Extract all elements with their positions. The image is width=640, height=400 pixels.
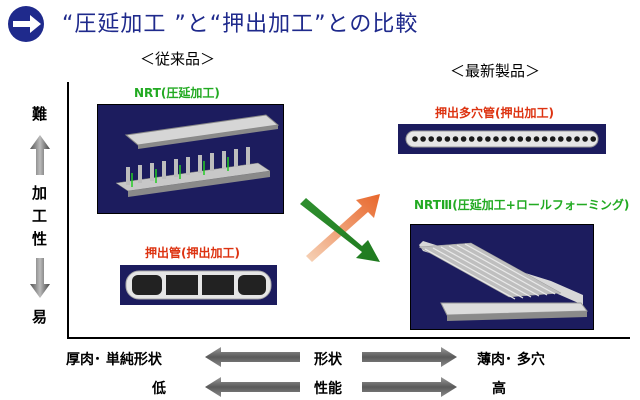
y-axis-label-2: 工 bbox=[32, 207, 48, 225]
tube-hole bbox=[582, 136, 588, 142]
tube-hole bbox=[501, 136, 507, 142]
extruded-tube-caption: 押出管(押出加工) bbox=[145, 246, 240, 260]
latest-header: ＜最新製品＞ bbox=[450, 62, 541, 80]
tube-hole bbox=[468, 136, 475, 142]
conventional-header: ＜従来品＞ bbox=[140, 50, 216, 68]
tube-hole bbox=[444, 136, 451, 142]
y-axis-label-3: 性 bbox=[32, 230, 48, 248]
performance-right-label: 高 bbox=[492, 381, 506, 397]
crossing-arrows-icon bbox=[300, 194, 380, 262]
shape-label: 形状 bbox=[314, 352, 342, 368]
tube-hole bbox=[412, 136, 418, 142]
nrt-caption: NRT(圧延加工) bbox=[134, 86, 220, 100]
tube-hole bbox=[590, 136, 596, 142]
y-axis-bottom-label: 易 bbox=[32, 308, 48, 326]
shape-right-arrow-icon bbox=[362, 347, 457, 367]
y-axis-top-label: 難 bbox=[32, 105, 48, 123]
tube-hole bbox=[541, 136, 548, 142]
shape-right-label: 薄肉･ 多穴 bbox=[477, 352, 545, 368]
tube-hole bbox=[558, 136, 564, 142]
performance-right-arrow-icon bbox=[362, 377, 457, 397]
tube-hole bbox=[477, 136, 483, 142]
tube-hole bbox=[517, 136, 524, 142]
tube-hole bbox=[566, 136, 572, 142]
tube-hole bbox=[509, 136, 515, 142]
tube-hole bbox=[485, 136, 491, 142]
up-arrow-icon bbox=[30, 135, 50, 175]
performance-label: 性能 bbox=[314, 381, 342, 397]
tube-hole bbox=[549, 136, 556, 142]
nrt3-image bbox=[410, 224, 594, 330]
tube-hole bbox=[428, 136, 434, 142]
tube-hole bbox=[420, 136, 426, 142]
tube-hole bbox=[436, 136, 443, 142]
down-arrow-icon bbox=[30, 258, 50, 298]
nrt3-caption: NRTⅢ(圧延加工+ロールフォーミング) bbox=[414, 198, 630, 212]
extruded-multi-caption: 押出多穴管(押出加工) bbox=[435, 106, 554, 120]
arrow-logo-icon bbox=[8, 6, 44, 42]
shape-left-arrow-icon bbox=[205, 347, 300, 367]
tube-hole bbox=[574, 136, 580, 142]
extruded-tube-image bbox=[120, 265, 277, 305]
tube-hole bbox=[452, 136, 459, 142]
tube-hole bbox=[460, 136, 467, 142]
page-title: “圧延加工 ”と“押出加工”との比較 bbox=[62, 12, 419, 37]
tube-hole bbox=[525, 136, 532, 142]
extruded-multi-image bbox=[398, 124, 606, 154]
shape-left-label: 厚肉･ 単純形状 bbox=[66, 352, 162, 368]
y-axis-label-1: 加 bbox=[32, 184, 48, 202]
performance-left-arrow-icon bbox=[205, 377, 300, 397]
tube-hole bbox=[533, 136, 540, 142]
nrt-image bbox=[97, 104, 284, 214]
tube-hole bbox=[493, 136, 499, 142]
performance-left-label: 低 bbox=[152, 381, 166, 397]
